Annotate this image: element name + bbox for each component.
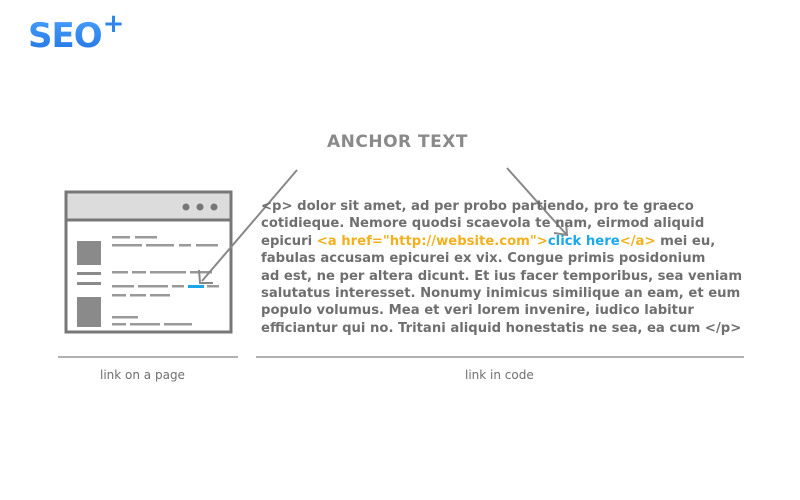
code-line: ad est, ne per altera dicunt. Et ius fac… bbox=[261, 268, 743, 284]
code-snippet: <p> dolor sit amet, ad per probo partien… bbox=[261, 198, 761, 337]
arrow-to-page-link bbox=[198, 169, 298, 284]
code-line: fabulas accusam epicurei ex vix. Congue … bbox=[261, 251, 706, 267]
anchor-close-tag: </a> bbox=[619, 233, 656, 249]
browser-window-icon bbox=[64, 190, 233, 334]
diagram-title: ANCHOR TEXT bbox=[327, 132, 468, 152]
code-line: <p> dolor sit amet, ad per probo partien… bbox=[261, 199, 694, 214]
code-line: cotidieque. Nemore quodsi scaevola te na… bbox=[261, 216, 705, 232]
highlighted-link bbox=[188, 285, 204, 288]
logo-text: SEO bbox=[28, 16, 103, 56]
arrow-to-code-link bbox=[506, 167, 569, 237]
caption-link-in-code: link in code bbox=[465, 368, 534, 382]
code-line: salutatus interesset. Nonumy inimicus si… bbox=[261, 286, 741, 302]
code-text: mei eu, bbox=[655, 233, 716, 249]
anchor-link-text: click here bbox=[547, 233, 620, 249]
logo-plus: + bbox=[102, 9, 125, 39]
caption-link-on-page: link on a page bbox=[100, 368, 185, 382]
code-line-anchor: epicuri <a href="http://website.com">cli… bbox=[261, 233, 761, 250]
code-line: populo volumus. Mea et veri lorem inveni… bbox=[261, 303, 694, 319]
code-text: epicuri bbox=[261, 233, 317, 249]
seo-plus-logo: SEO + bbox=[28, 9, 125, 58]
code-line: efficiantur qui no. Tritani aliquid hone… bbox=[261, 320, 742, 336]
anchor-open-tag: <a href="http://website.com"> bbox=[316, 233, 548, 249]
